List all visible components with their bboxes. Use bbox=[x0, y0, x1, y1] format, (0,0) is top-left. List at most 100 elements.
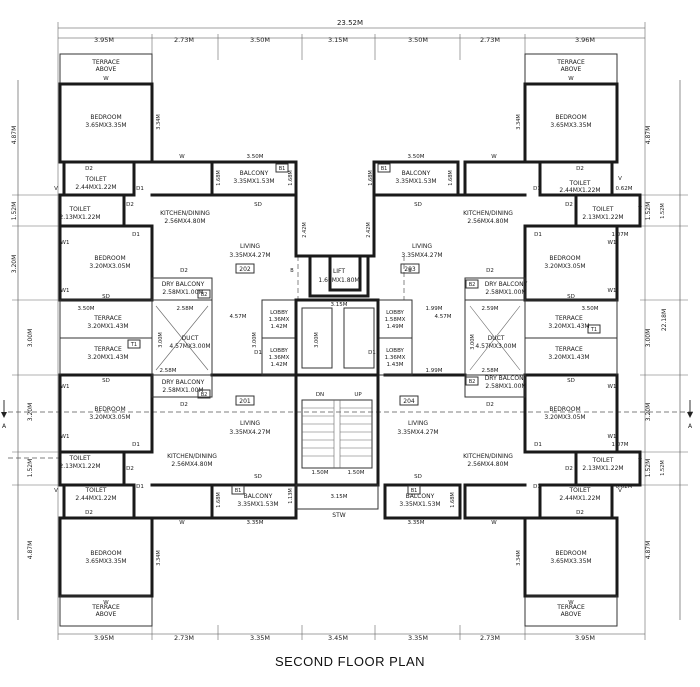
dim-left-7: 4.87M bbox=[27, 541, 34, 560]
code-v-6: V bbox=[638, 458, 642, 464]
flat-number-204: 204 bbox=[399, 395, 419, 406]
dim-300-core-l: 3.00M bbox=[314, 332, 320, 347]
code-d1-5: D1 bbox=[132, 232, 140, 238]
dim-left-1: 4.87M bbox=[11, 126, 18, 145]
dim-left-5: 3.20M bbox=[27, 403, 34, 422]
dim-168-1: 1.68M bbox=[216, 170, 222, 185]
dim-199-ur: 1.99M bbox=[426, 306, 443, 312]
code-sd-8: SD bbox=[414, 474, 422, 480]
walls bbox=[58, 53, 642, 627]
code-w-5: W bbox=[179, 154, 185, 160]
dim-152-ur: 1.52M bbox=[660, 203, 666, 218]
dim-top-5: 3.50M bbox=[408, 36, 428, 44]
tag-b2-1: B2 bbox=[197, 289, 211, 299]
code-w1-5: W1 bbox=[61, 434, 70, 440]
dim-top-7: 3.96M bbox=[575, 36, 595, 44]
dim-152-lr: 1.52M bbox=[660, 460, 666, 475]
dim-258-ul: 2.58M bbox=[177, 306, 194, 312]
dim-350-t1: 3.50M bbox=[78, 306, 95, 312]
dim-150-a: 1.50M bbox=[312, 470, 329, 476]
dim-right-6: 1.52M bbox=[645, 459, 652, 478]
code-d1-7: D1 bbox=[132, 442, 140, 448]
dim-334-bl: 3.34M bbox=[156, 550, 162, 565]
code-sd-3: SD bbox=[102, 378, 110, 384]
dim-168-6: 1.68M bbox=[450, 492, 456, 507]
dim-315-stair: 3.15M bbox=[331, 494, 348, 500]
code-sd-4: SD bbox=[567, 378, 575, 384]
code-sd-5: SD bbox=[254, 202, 262, 208]
code-v-1: V bbox=[54, 186, 58, 192]
dim-242-l: 2.42M bbox=[302, 222, 308, 237]
dim-bottom-5: 3.35M bbox=[408, 634, 428, 642]
section-b-left: B bbox=[290, 268, 294, 274]
code-d2-4: D2 bbox=[576, 510, 584, 516]
dim-242-r: 2.42M bbox=[366, 222, 372, 237]
code-d1-9: D1 bbox=[254, 350, 262, 356]
tag-b1-1: B1 bbox=[275, 163, 289, 173]
code-d2-1: D2 bbox=[85, 166, 93, 172]
code-w1-3: W1 bbox=[61, 384, 70, 390]
code-w1-1: W1 bbox=[61, 240, 70, 246]
code-d2-8: D2 bbox=[565, 466, 573, 472]
dim-350-t2: 3.50M bbox=[582, 306, 599, 312]
code-sd-7: SD bbox=[254, 474, 262, 480]
dim-right-3: 22.18M bbox=[661, 309, 668, 331]
dim-left-4: 3.00M bbox=[27, 329, 34, 348]
dim-168-5: 1.68M bbox=[216, 492, 222, 507]
dim-258-ll: 2.58M bbox=[160, 368, 177, 374]
code-w-8: W bbox=[491, 520, 497, 526]
dim-bottom-7: 3.95M bbox=[575, 634, 595, 642]
dim-334-br: 3.34M bbox=[516, 550, 522, 565]
section-a-right: A bbox=[688, 423, 693, 430]
svg-text:B1: B1 bbox=[411, 488, 418, 494]
code-w1-4: W1 bbox=[608, 384, 617, 390]
dim-left-6: 1.52M bbox=[27, 459, 34, 478]
dim-168-2: 1.68M bbox=[288, 170, 294, 185]
dim-150-b: 1.50M bbox=[348, 470, 365, 476]
tag-t1-2: T1 bbox=[587, 324, 601, 334]
dim-bottom-6: 2.73M bbox=[480, 634, 500, 642]
flat-number-203: 203 bbox=[400, 263, 420, 274]
tag-b2-2: B2 bbox=[465, 279, 479, 289]
tag-b1-2: B1 bbox=[377, 163, 391, 173]
code-d1-2: D1 bbox=[533, 186, 541, 192]
dim-107-l: 1.07M bbox=[612, 442, 629, 448]
stair-up: UP bbox=[354, 392, 362, 398]
dim-top-3: 3.50M bbox=[250, 36, 270, 44]
svg-text:B1: B1 bbox=[381, 166, 388, 172]
svg-text:B2: B2 bbox=[469, 379, 476, 385]
svg-text:B2: B2 bbox=[469, 282, 476, 288]
dim-top-6: 2.73M bbox=[480, 36, 500, 44]
tag-t1-1: T1 bbox=[127, 339, 141, 349]
code-d1-6: D1 bbox=[534, 232, 542, 238]
dim-062-u: 0.62M bbox=[616, 186, 633, 192]
code-w-7: W bbox=[179, 520, 185, 526]
svg-text:203: 203 bbox=[404, 266, 416, 273]
dim-107-u: 1.07M bbox=[612, 232, 629, 238]
